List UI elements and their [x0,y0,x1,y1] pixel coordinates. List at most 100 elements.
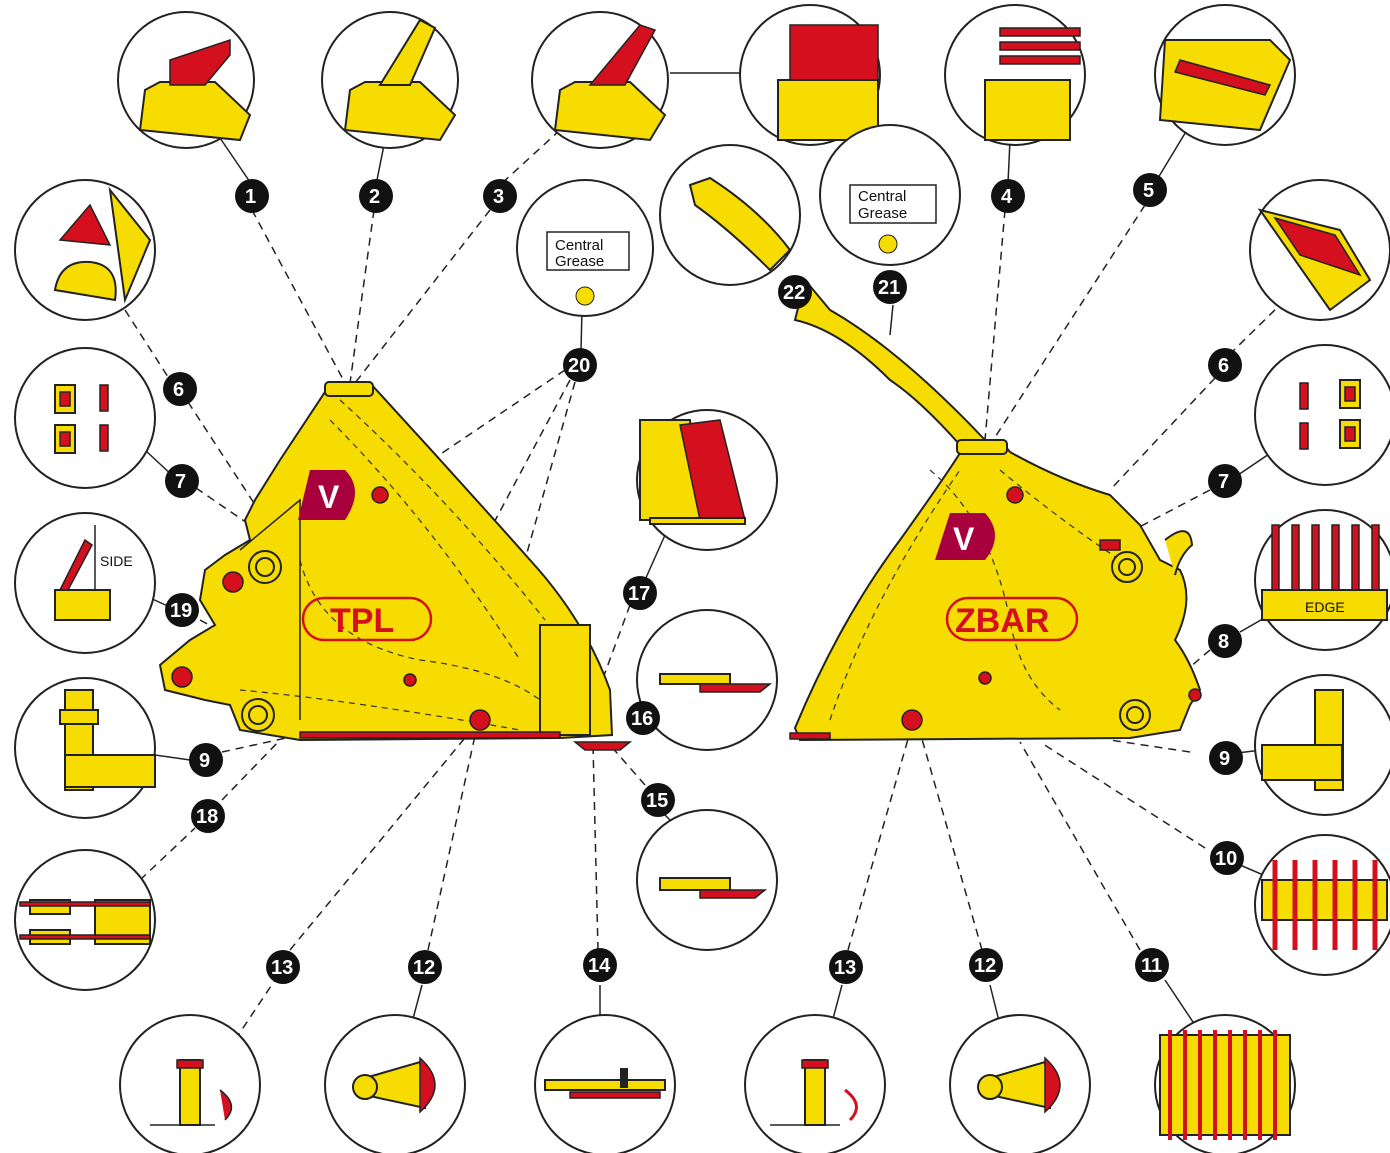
svg-text:18: 18 [196,806,218,828]
svg-text:13: 13 [834,957,856,979]
v-logo [298,470,355,520]
detail-12-left-bubble [324,1014,466,1153]
detail-3-bubble [531,11,669,149]
zbar-label: ZBAR [955,602,1049,640]
detail-7-left-bubble [14,347,156,489]
svg-text:Grease: Grease [858,205,907,222]
callout-17: 17 [623,576,657,610]
callout-13-right: 13 [829,950,863,984]
callout-19: 19 [165,593,199,627]
svg-text:EDGE: EDGE [1305,599,1345,615]
callout-6-left: 6 [163,372,197,406]
svg-text:22: 22 [783,282,805,304]
detail-14-bubble [534,1014,676,1153]
detail-1-bubble [117,11,255,149]
svg-text:8: 8 [1218,631,1229,653]
svg-text:16: 16 [631,708,653,730]
svg-text:Central: Central [858,188,906,205]
tpl-bucket: V TPL [158,381,633,751]
detail-6-left-bubble [14,179,156,321]
callout-15: 15 [641,783,675,817]
detail-6-right-bubble [1249,179,1390,321]
svg-text:4: 4 [1001,186,1013,208]
detail-19-bubble: SIDE [14,512,156,654]
leader-lines [124,72,1286,1041]
detail-2-bubble [321,11,459,149]
detail-8-bubble: EDGE [1254,509,1390,651]
detail-16-bubble [636,609,778,751]
callout-11: 11 [1135,948,1169,982]
svg-text:21: 21 [878,277,900,299]
svg-text:9: 9 [199,750,210,772]
svg-text:6: 6 [173,379,184,401]
svg-text:19: 19 [170,600,192,622]
svg-text:20: 20 [568,355,590,377]
detail-22-bubble [659,144,801,286]
callout-6-right: 6 [1208,348,1242,382]
svg-text:17: 17 [628,583,650,605]
callout-3: 3 [483,179,517,213]
callout-badges: 1 2 3 4 5 6 6 7 7 8 9 9 10 11 12 12 13 1… [163,173,1244,984]
svg-text:Grease: Grease [555,253,604,270]
svg-text:6: 6 [1218,355,1229,377]
detail-9-left-bubble [14,677,156,819]
detail-13-left-bubble [119,1014,261,1153]
svg-text:14: 14 [588,955,611,977]
svg-text:15: 15 [646,790,668,812]
svg-text:9: 9 [1219,748,1230,770]
callout-13-left: 13 [266,950,300,984]
callout-22: 22 [778,275,812,309]
detail-18-bubble [14,849,156,991]
callout-12-right: 12 [969,948,1003,982]
detail-bubbles: Central Grease Central Grease [14,4,1390,1153]
detail-9-right-bubble [1254,674,1390,816]
detail-15-bubble [636,809,778,951]
svg-text:7: 7 [1218,471,1229,493]
callout-1: 1 [235,179,269,213]
v-logo-right [935,513,995,560]
grease-bubble-21: Central Grease [819,124,961,266]
detail-7-right-bubble [1254,344,1390,486]
callout-7-left: 7 [165,464,199,498]
callout-20: 20 [563,348,597,382]
callout-18: 18 [191,799,225,833]
callout-8: 8 [1208,624,1242,658]
callout-9-right: 9 [1209,741,1243,775]
callout-5: 5 [1133,173,1167,207]
svg-text:Central: Central [555,237,603,254]
tpl-label: TPL [330,602,394,640]
callout-7-right: 7 [1208,464,1242,498]
svg-text:13: 13 [271,957,293,979]
callout-16: 16 [626,701,660,735]
detail-5-bubble [1154,4,1296,146]
svg-text:10: 10 [1215,848,1237,870]
callout-21: 21 [873,270,907,304]
callout-14: 14 [583,948,617,982]
svg-text:3: 3 [493,186,504,208]
callout-2: 2 [359,179,393,213]
detail-4-bubble [944,4,1086,146]
grease-bubble-20: Central Grease [516,179,654,317]
svg-text:2: 2 [369,186,380,208]
callout-10: 10 [1210,841,1244,875]
detail-12-right-bubble [949,1014,1091,1153]
svg-text:7: 7 [175,471,186,493]
callout-9-left: 9 [189,743,223,777]
svg-text:12: 12 [413,957,435,979]
detail-17-bubble [636,409,778,551]
logo-letter: V [318,479,340,515]
svg-text:11: 11 [1141,955,1162,977]
callout-12-left: 12 [408,950,442,984]
svg-text:SIDE: SIDE [100,553,133,569]
detail-13-right-bubble [744,1014,886,1153]
detail-10-bubble [1254,834,1390,976]
logo-letter-right: V [953,521,975,557]
zbar-bucket: V ZBAR [789,277,1202,742]
svg-text:1: 1 [245,186,256,208]
svg-text:5: 5 [1143,180,1154,202]
svg-text:12: 12 [974,955,996,977]
detail-mesh-bubble [739,4,881,146]
callout-4: 4 [991,179,1025,213]
detail-11-bubble [1154,1014,1296,1153]
